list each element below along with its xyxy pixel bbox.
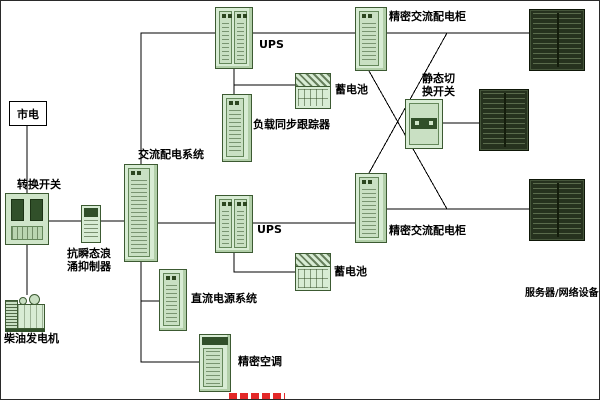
diesel-generator-label: 柴油发电机 (4, 332, 59, 345)
rack-divider (504, 93, 506, 147)
surge-label-line2: 涌抑制器 (67, 260, 111, 273)
battery-cells (298, 269, 328, 288)
vent-grille (222, 14, 232, 18)
load-sync-tracker-label: 负载同步跟踪器 (253, 118, 330, 131)
rack-divider (557, 183, 559, 237)
dc-power-system-label: 直流电源系统 (191, 292, 257, 305)
ups-bottom-cabinet-icon (215, 195, 253, 253)
door-slats (131, 180, 147, 254)
ups-top-label: UPS (259, 38, 284, 51)
vent-grille (237, 202, 247, 206)
sts-label-line1: 静态切 (422, 72, 455, 85)
door-slats (206, 351, 220, 384)
door-slats (237, 211, 244, 245)
battery-top-icon (295, 73, 331, 109)
cabinet-door (203, 348, 223, 387)
ac-distribution-label: 交流配电系统 (138, 148, 204, 161)
watermark (229, 393, 285, 399)
server-rack-bottom-icon (529, 179, 585, 241)
rack-divider (557, 13, 559, 67)
mains-power-label: 市电 (17, 107, 39, 121)
cabinet-door (128, 168, 150, 257)
generator-base (5, 329, 45, 332)
server-rack-top-icon (529, 9, 585, 71)
surge-suppressor-icon (81, 205, 101, 243)
cabinet-door (219, 199, 232, 248)
door-slats (222, 211, 229, 245)
vent-grille (237, 14, 247, 18)
battery-cells (298, 89, 328, 106)
ups-bottom-label: UPS (257, 223, 282, 236)
diesel-generator-icon (5, 294, 45, 332)
aircon-top-panel (202, 337, 228, 345)
surge-label-line1: 抗瞬态浪 (67, 247, 111, 260)
door-slats (166, 285, 177, 323)
precision-aircon-label: 精密空调 (238, 355, 282, 368)
switch-lower-panel (11, 226, 43, 240)
cabinet-door (219, 11, 232, 64)
door-slats (229, 110, 241, 154)
load-sync-tracker-cabinet-icon (222, 94, 252, 162)
vent-grille (362, 180, 372, 184)
generator-radiator (5, 300, 18, 329)
generator-body (17, 304, 45, 329)
static-transfer-switch-label: 静态切 换开关 (422, 72, 455, 98)
door-slats (237, 23, 244, 61)
switch-display-band (411, 118, 437, 129)
cabinet-door (359, 177, 379, 238)
server-rack-middle-icon (479, 89, 529, 151)
dc-power-system-cabinet-icon (159, 269, 187, 331)
surge-top-panel (84, 208, 98, 217)
surge-vent-lines (84, 220, 98, 240)
battery-hatch (296, 254, 330, 267)
door-slats (362, 23, 376, 63)
mains-power-box: 市电 (9, 101, 47, 126)
cabinet-door (234, 199, 247, 248)
precision-aircon-cabinet-icon (199, 334, 231, 392)
surge-suppressor-label: 抗瞬态浪 涌抑制器 (67, 247, 111, 273)
precision-ac-panel-top-label: 精密交流配电柜 (389, 10, 466, 23)
cabinet-door (234, 11, 247, 64)
transfer-switch-label: 转换开关 (17, 178, 61, 191)
vent-grille (222, 202, 232, 206)
transfer-switch-icon (5, 193, 49, 245)
vent-grille (362, 14, 372, 18)
ups-top-cabinet-icon (215, 7, 253, 69)
door-slats (222, 23, 229, 61)
cabinet-door (226, 98, 244, 157)
static-transfer-switch-icon (405, 99, 443, 149)
ac-distribution-cabinet-icon (124, 164, 158, 262)
servers-label: 服务器/网络设备 (525, 288, 599, 299)
battery-bottom-icon (295, 253, 331, 291)
switch-window-left (11, 199, 24, 221)
precision-ac-panel-top-icon (355, 7, 387, 71)
sts-label-line2: 换开关 (422, 85, 455, 98)
battery-top-label: 蓄电池 (335, 83, 368, 96)
vent-grille (131, 171, 141, 175)
cabinet-door (163, 273, 180, 326)
vent-grille (229, 101, 239, 105)
battery-hatch (296, 74, 330, 87)
precision-ac-panel-bottom-label: 精密交流配电柜 (389, 224, 466, 237)
vent-grille (166, 276, 176, 280)
door-slats (362, 189, 376, 235)
battery-bottom-label: 蓄电池 (334, 265, 367, 278)
switch-window-right (30, 199, 43, 221)
precision-ac-panel-bottom-icon (355, 173, 387, 243)
cabinet-door (359, 11, 379, 66)
